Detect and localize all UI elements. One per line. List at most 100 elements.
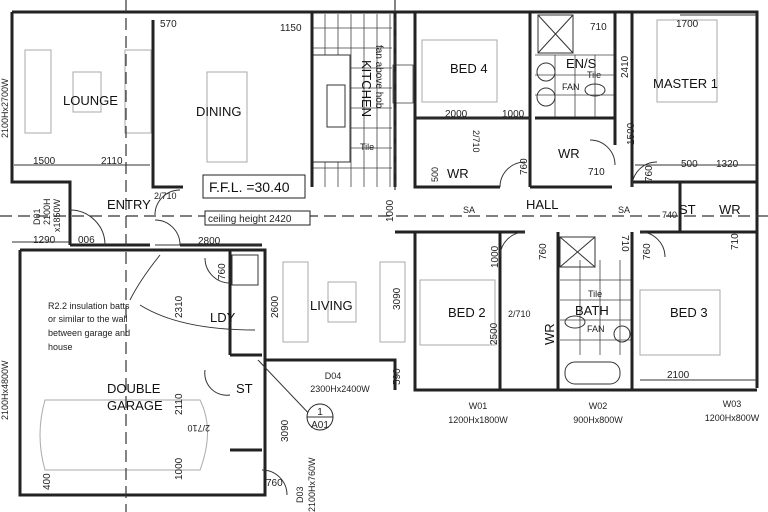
- svg-text:D04: D04: [325, 371, 342, 381]
- svg-text:2800: 2800: [198, 236, 221, 247]
- svg-text:1200Hx1800W: 1200Hx1800W: [448, 415, 508, 425]
- sofa-icon: [124, 49, 152, 134]
- ens-tiles: [535, 14, 615, 118]
- toilet-icon: [584, 83, 606, 97]
- basin-icon: [613, 325, 631, 343]
- svg-text:1200Hx800W: 1200Hx800W: [705, 413, 760, 423]
- ffl-box: [202, 174, 306, 199]
- svg-text:006: 006: [78, 235, 95, 246]
- svg-text:570: 570: [160, 19, 177, 30]
- svg-text:1000: 1000: [502, 109, 525, 120]
- room-garage-2: GARAGE: [107, 398, 163, 413]
- ceiling-label: ceiling height 2420: [208, 214, 292, 225]
- svg-text:2100Hx4800W: 2100Hx4800W: [0, 360, 10, 420]
- svg-text:760: 760: [538, 243, 549, 260]
- room-ens: EN/S: [566, 56, 597, 71]
- svg-text:1000: 1000: [490, 245, 501, 268]
- room-bath: BATH: [575, 303, 609, 318]
- svg-text:R2.2 insulation batts: R2.2 insulation batts: [48, 301, 130, 311]
- room-bed3: BED 3: [670, 305, 708, 320]
- sink-icon: [326, 84, 346, 128]
- note-fan-above-hob: fan above hob: [373, 45, 384, 109]
- svg-text:760: 760: [644, 165, 655, 182]
- bath-tiles: [559, 236, 632, 385]
- svg-text:760: 760: [266, 478, 283, 489]
- room-wr-bed4: WR: [447, 166, 469, 181]
- dining-table-icon: [206, 71, 248, 163]
- svg-text:2500: 2500: [489, 322, 500, 345]
- opening-labels: 2100Hx2700W 2100Hx4800W D01 2100H x1850W…: [0, 78, 760, 512]
- note-tile: Tile: [360, 142, 374, 152]
- room-lounge: LOUNGE: [63, 93, 118, 108]
- note-tile: Tile: [587, 70, 601, 80]
- svg-text:2110: 2110: [174, 393, 185, 415]
- svg-text:2/710: 2/710: [154, 191, 177, 201]
- svg-text:1290: 1290: [33, 235, 56, 246]
- svg-text:2410: 2410: [620, 55, 631, 78]
- room-kitchen: KITCHEN: [359, 60, 374, 117]
- svg-text:500: 500: [681, 159, 698, 170]
- bathtub-icon: [564, 361, 621, 385]
- note-fan: FAN: [562, 82, 580, 92]
- note-fan: FAN: [587, 324, 605, 334]
- svg-text:900Hx800W: 900Hx800W: [573, 415, 623, 425]
- note-tile: Tile: [588, 289, 602, 299]
- section-number: 1: [317, 407, 323, 418]
- tub-icon: [231, 254, 259, 286]
- svg-text:2100H: 2100H: [42, 198, 52, 225]
- svg-text:2/710: 2/710: [508, 309, 531, 319]
- room-ldy: LDY: [210, 310, 236, 325]
- room-st-hall: ST: [679, 202, 696, 217]
- svg-text:2110: 2110: [101, 156, 123, 167]
- svg-text:1000: 1000: [385, 199, 396, 222]
- bed-icon: [419, 279, 496, 346]
- shower-icon: [559, 236, 596, 268]
- coffee-table-icon: [327, 281, 357, 323]
- leader-line: [129, 254, 161, 301]
- svg-text:1000: 1000: [174, 457, 185, 480]
- svg-text:W02: W02: [589, 401, 608, 411]
- room-master: MASTER 1: [653, 76, 718, 91]
- svg-text:house: house: [48, 342, 73, 352]
- svg-text:x1850W: x1850W: [52, 198, 62, 232]
- toilet-icon: [564, 315, 586, 329]
- ffl-label: F.F.L. =30.40: [209, 179, 290, 195]
- svg-text:2/710: 2/710: [187, 423, 210, 433]
- svg-text:710: 710: [619, 235, 630, 252]
- room-bed4: BED 4: [450, 61, 488, 76]
- smoke-alarm-label: SA: [463, 205, 475, 215]
- car-icon: [39, 399, 208, 471]
- sofa-icon: [24, 49, 52, 134]
- room-st-garage: ST: [236, 381, 253, 396]
- insulation-note: R2.2 insulation batts or similar to the …: [48, 301, 130, 352]
- basin-icon: [536, 62, 556, 82]
- svg-text:400: 400: [42, 473, 53, 490]
- hob-icon: [392, 64, 414, 104]
- svg-text:710: 710: [590, 22, 607, 33]
- svg-text:W03: W03: [723, 399, 742, 409]
- svg-text:500: 500: [430, 167, 440, 182]
- bed-icon: [639, 289, 721, 356]
- svg-text:1700: 1700: [676, 19, 699, 30]
- furniture: [24, 19, 721, 471]
- section-line: [257, 359, 316, 421]
- svg-text:1500: 1500: [626, 122, 637, 145]
- room-dining: DINING: [196, 104, 242, 119]
- room-hall: HALL: [526, 197, 559, 212]
- svg-text:760: 760: [217, 263, 228, 280]
- svg-text:760: 760: [519, 158, 530, 175]
- svg-text:D03: D03: [295, 486, 305, 503]
- ceiling-box: [204, 210, 311, 226]
- svg-text:1320: 1320: [716, 159, 739, 170]
- svg-text:2/710: 2/710: [471, 130, 481, 153]
- smoke-alarm-label: SA: [618, 205, 630, 215]
- svg-text:between garage and: between garage and: [48, 328, 130, 338]
- bed-icon: [421, 39, 498, 103]
- svg-text:3090: 3090: [280, 419, 291, 442]
- room-entry: ENTRY: [107, 197, 151, 212]
- sofa-icon: [282, 261, 309, 343]
- svg-text:2310: 2310: [174, 295, 185, 318]
- room-living: LIVING: [310, 298, 353, 313]
- door-swings: [69, 139, 666, 496]
